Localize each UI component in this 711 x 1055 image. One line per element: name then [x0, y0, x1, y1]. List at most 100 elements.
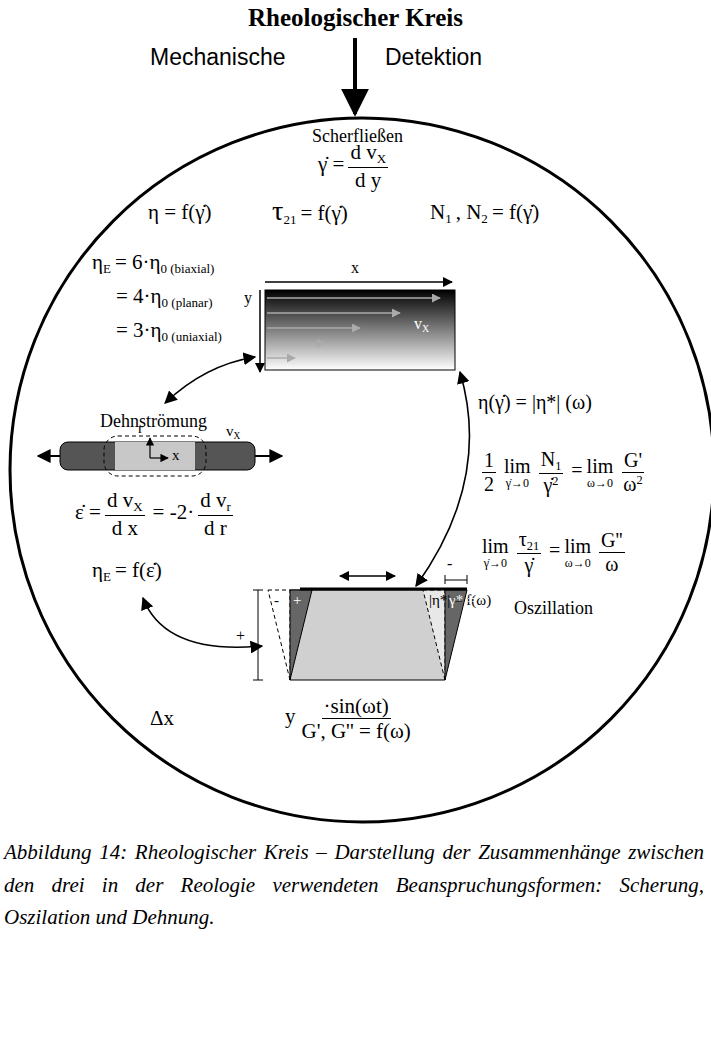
formula-text: v [414, 315, 422, 332]
formula: ηE= 6·η0 (biaxial) [92, 250, 214, 277]
formula-text: 1 [555, 459, 561, 473]
formula-text: η = f(γ̇) [148, 200, 212, 224]
detection-arrow [353, 38, 357, 114]
fraction: G''ω [599, 529, 625, 576]
formula-text: η(γ̇) = |η*| (ω) [478, 391, 592, 413]
formula: - [274, 591, 279, 609]
formula-text: , N [456, 200, 482, 224]
formula-text: τ [519, 528, 527, 550]
formula-text: lim [482, 536, 509, 557]
formula-text: = 3·η [116, 318, 162, 342]
numerator: d vr [198, 488, 233, 516]
formula: vX [226, 422, 240, 442]
formula-text: lim [587, 456, 614, 477]
formula-text: τ [272, 195, 283, 226]
formula-text: X [133, 499, 142, 514]
x-axis [150, 457, 168, 458]
formula: η = f(γ̇) [148, 200, 212, 225]
numerator: d vX [105, 488, 145, 516]
formula-text: γ̇→0 [484, 557, 507, 570]
x-axis [265, 281, 452, 283]
rheology-circle [10, 118, 711, 822]
numerator: τ21 [517, 528, 541, 554]
formula: r [138, 419, 143, 437]
formula-text: + [293, 592, 301, 608]
denominator: ω2 [621, 473, 644, 496]
formula-text: - [274, 592, 279, 608]
formula-text: d v [350, 140, 376, 164]
formula-text: = [571, 459, 582, 481]
limit: limω→0 [587, 456, 614, 490]
formula-text: Mechanische [150, 44, 286, 70]
numerator: G' [622, 449, 644, 473]
formula-text: d y [355, 168, 381, 192]
formula: - [447, 554, 452, 573]
formula-text: E [103, 569, 111, 584]
formula: τ21= f(γ̇) [272, 194, 348, 228]
limit: limω→0 [564, 536, 591, 570]
dx-bracket [445, 575, 467, 584]
formula: γ* = [449, 591, 475, 609]
formula-text: r [226, 499, 230, 514]
formula-text: Δx [150, 706, 174, 730]
cylinder-section [115, 442, 195, 470]
formula-text: 2 [552, 474, 558, 488]
fraction: τ21γ̇ [517, 528, 541, 577]
rest-outline [268, 590, 290, 680]
formula: Δx [150, 706, 174, 731]
formula-text: x [172, 447, 180, 463]
formula-text: ω [623, 473, 636, 495]
formula-text: N [541, 448, 555, 470]
formula-text: = 4·η [116, 284, 162, 308]
top-plate [300, 588, 467, 591]
formula-text: 2 [636, 473, 642, 487]
figure-caption: Abbildung 14: Rheologischer Kreis – Dars… [4, 836, 704, 934]
fraction: ·sin(ωt)G', G'' = f(ω) [300, 694, 413, 743]
formula: = 4·η0 (planar) [116, 284, 213, 311]
formula: Mechanische [150, 44, 286, 72]
formula: y·sin(ωt)G', G'' = f(ω) [285, 694, 421, 743]
formula-text: G'' [601, 529, 623, 551]
formula-text: v [226, 423, 234, 439]
diagram-title: Rheologischer Kreis [0, 4, 711, 32]
region-heading: Dehnströmung [100, 411, 207, 432]
fraction: N1γ̇2 [539, 448, 564, 497]
pull-arrow [255, 455, 282, 457]
formula-text: 0 (uniaxial) [162, 329, 222, 344]
relation-arrow [143, 598, 262, 647]
formula-text: d v [107, 488, 133, 512]
formula-text: y [285, 704, 296, 728]
numerator: G'' [599, 529, 625, 553]
formula-text: - [447, 555, 452, 572]
formula-text: 1 [445, 211, 452, 226]
y-axis [259, 290, 261, 372]
formula-text: γ̇ [543, 474, 552, 496]
formula: = 3·η0 (uniaxial) [116, 318, 222, 345]
denominator: G', G'' = f(ω) [300, 719, 413, 743]
formula-text: d r [204, 516, 227, 540]
formula-text: y [244, 289, 252, 306]
formula-text: η [92, 558, 103, 582]
velocity-arrows [267, 298, 440, 358]
formula: ηE= f(ε̇) [92, 558, 162, 585]
formula: ε̇ =d vXd x= -2·d vrd r [75, 488, 237, 540]
formula: Detektion [385, 44, 482, 72]
formula-text: 2 [484, 473, 494, 495]
denominator: γ̇2 [541, 474, 560, 497]
formula: γ̇ =d vXd y [318, 140, 392, 192]
formula-text: Detektion [385, 44, 482, 70]
formula-text: γ* = [449, 592, 475, 608]
formula-text: 2 [481, 211, 488, 226]
shear-gap [265, 290, 455, 370]
fraction: G'ω2 [621, 449, 644, 496]
formula: x [351, 258, 359, 277]
formula-text: 21 [283, 212, 296, 227]
fraction: d vXd x [105, 488, 145, 540]
formula-text: = -2· [153, 500, 195, 524]
numerator: d vX [348, 140, 388, 168]
formula-text: γ̇ = [318, 152, 344, 176]
y-bracket [253, 590, 263, 680]
formula-text: γ̇→0 [506, 477, 529, 490]
formula: x [172, 446, 180, 464]
formula-text: 0 (planar) [162, 295, 213, 310]
